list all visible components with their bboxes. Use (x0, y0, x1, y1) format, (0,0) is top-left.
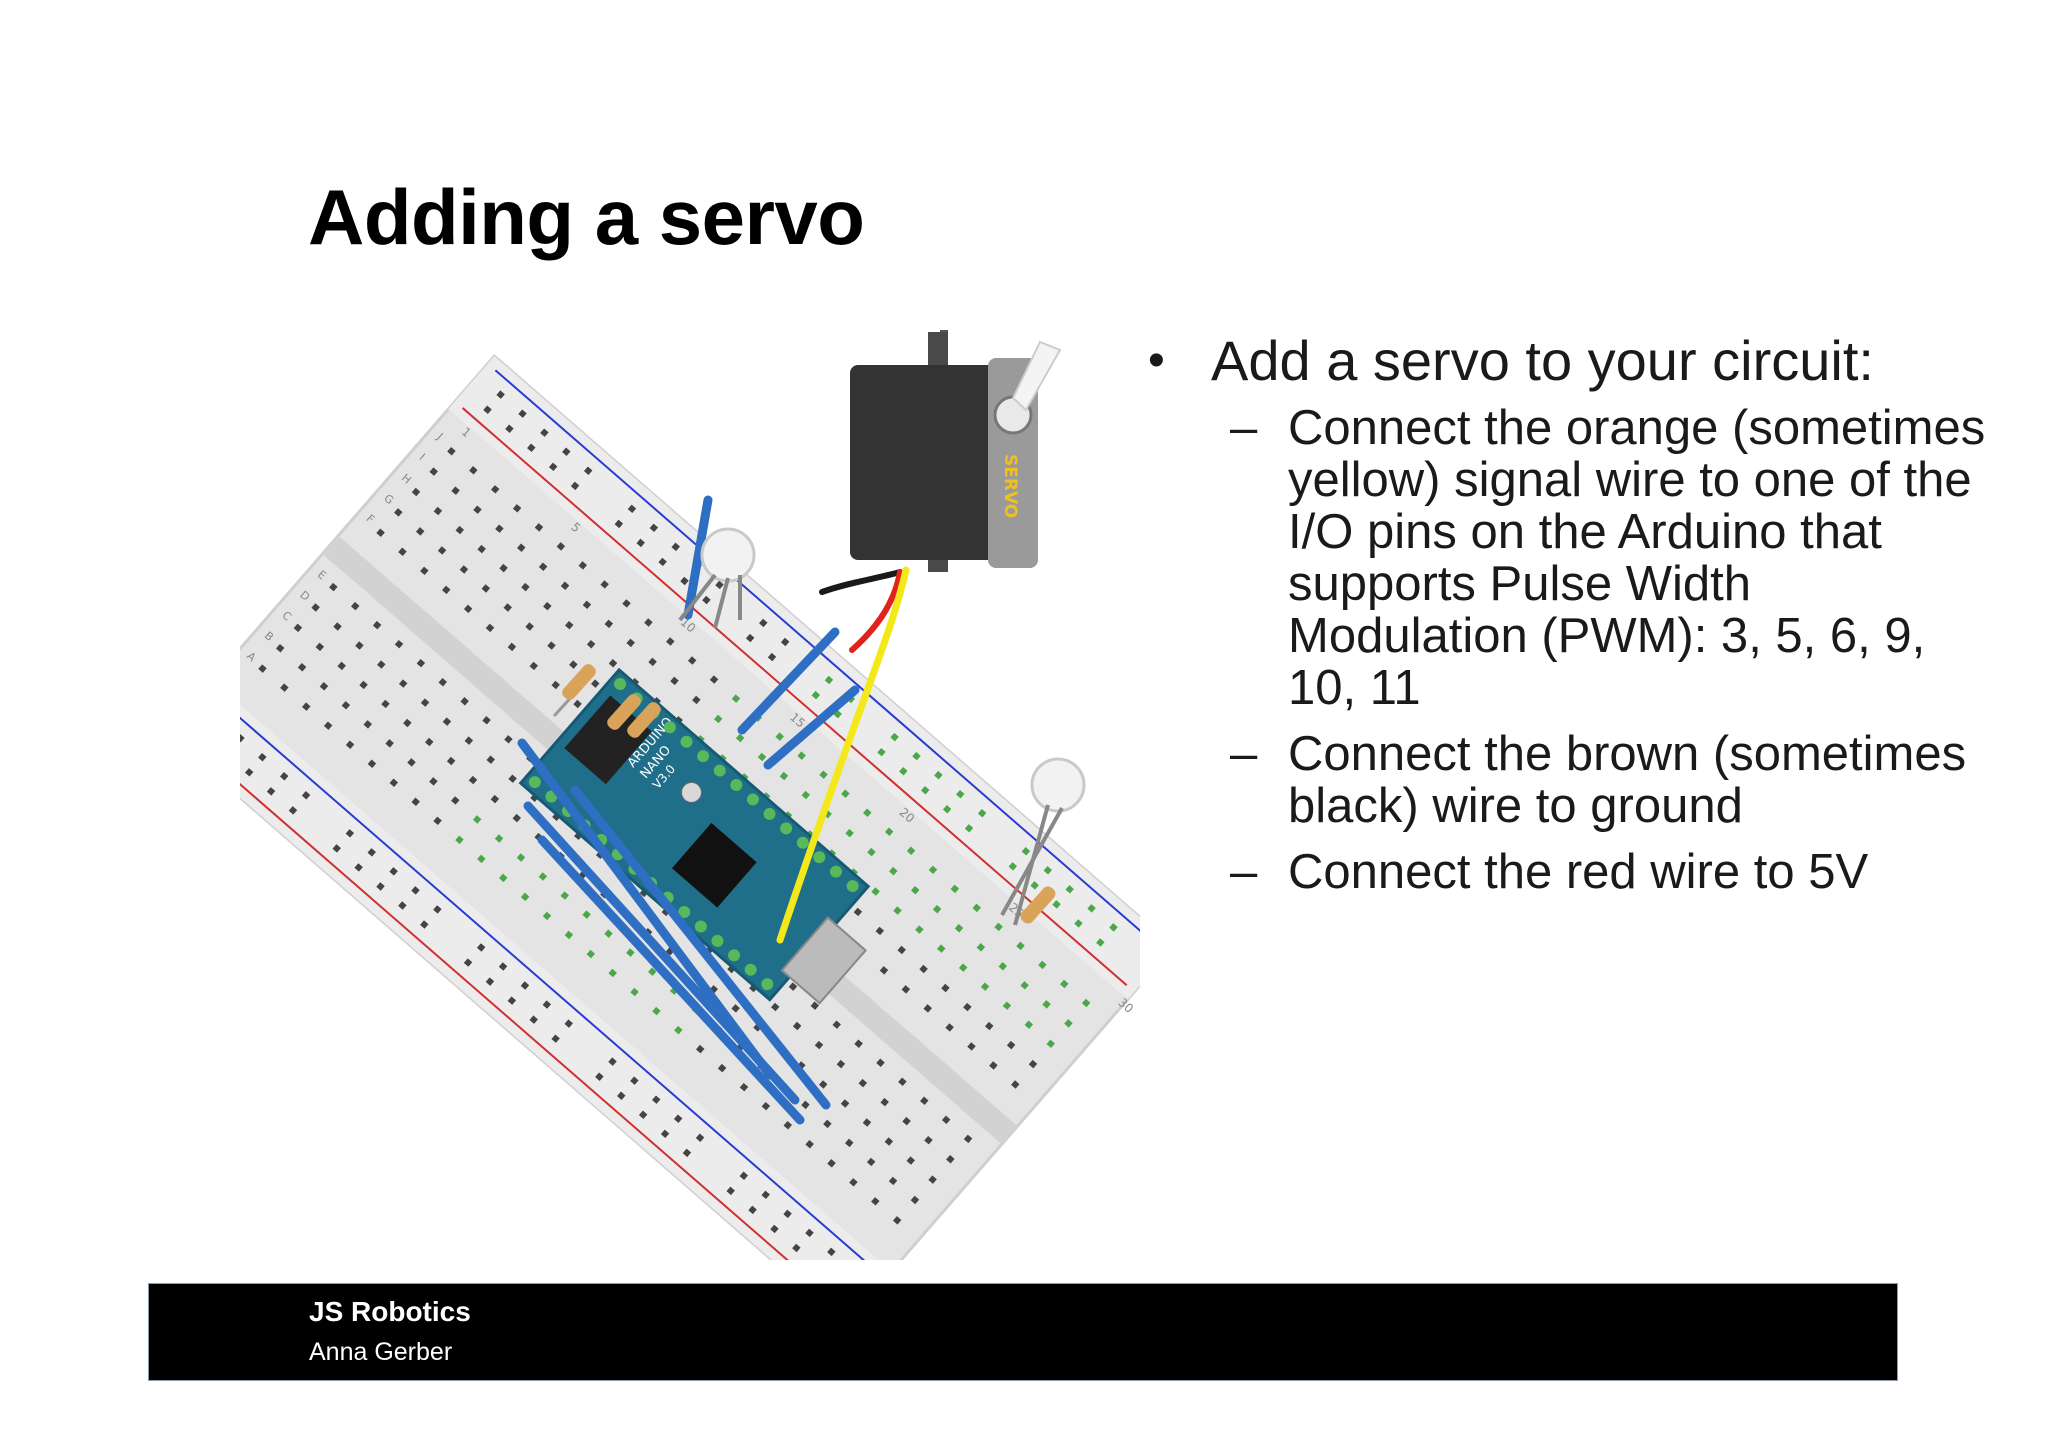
row-label: I (417, 451, 428, 463)
reset-button (680, 781, 702, 803)
slide-footer: JS Robotics Anna Gerber (148, 1283, 1898, 1381)
sub-bullet-dash: – (1230, 401, 1258, 455)
signal-wire (776, 566, 910, 944)
row-label: J (434, 430, 446, 443)
sub-bullet-item: –Connect the orange (sometimes yellow) s… (1140, 402, 2000, 714)
resistors (553, 664, 1056, 924)
power-rail-bottom (240, 680, 892, 1260)
slide-title: Adding a servo (308, 173, 865, 261)
servo-wires (776, 566, 910, 944)
bullet-text: Add a servo to your circuit: (1211, 329, 1874, 392)
power-rail-top (448, 356, 1140, 1000)
bullet-item: • Add a servo to your circuit: (1140, 332, 2000, 390)
icsp-header (564, 695, 652, 785)
sub-bullet-dash: – (1230, 727, 1258, 781)
bullet-dot: • (1148, 334, 1165, 387)
usb-connector (780, 916, 867, 1005)
sub-bullet-item: –Connect the brown (sometimes black) wir… (1140, 728, 2000, 832)
footer-course: JS Robotics (309, 1296, 471, 1327)
sub-bullet-text: Connect the brown (sometimes black) wire… (1288, 727, 1967, 833)
footer-author: Anna Gerber (309, 1338, 453, 1366)
white-led (1000, 757, 1086, 926)
servo-label: SERVO (1000, 454, 1020, 518)
sub-bullet-item: –Connect the red wire to 5V (1140, 846, 2000, 898)
sub-bullet-dash: – (1230, 845, 1258, 899)
microcontroller-chip (671, 822, 757, 908)
servo-motor: SERVO (850, 330, 1062, 572)
sub-bullet-text: Connect the red wire to 5V (1288, 845, 1869, 899)
rgb-led (678, 527, 756, 629)
blue-jumper-wires (517, 495, 860, 1125)
bullet-list: •Add a servo to your circuit:–Connect th… (1140, 332, 2000, 912)
sub-bullet-text: Connect the orange (sometimes yellow) si… (1288, 401, 1986, 715)
sub-bullet-list: –Connect the orange (sometimes yellow) s… (1140, 402, 2000, 898)
